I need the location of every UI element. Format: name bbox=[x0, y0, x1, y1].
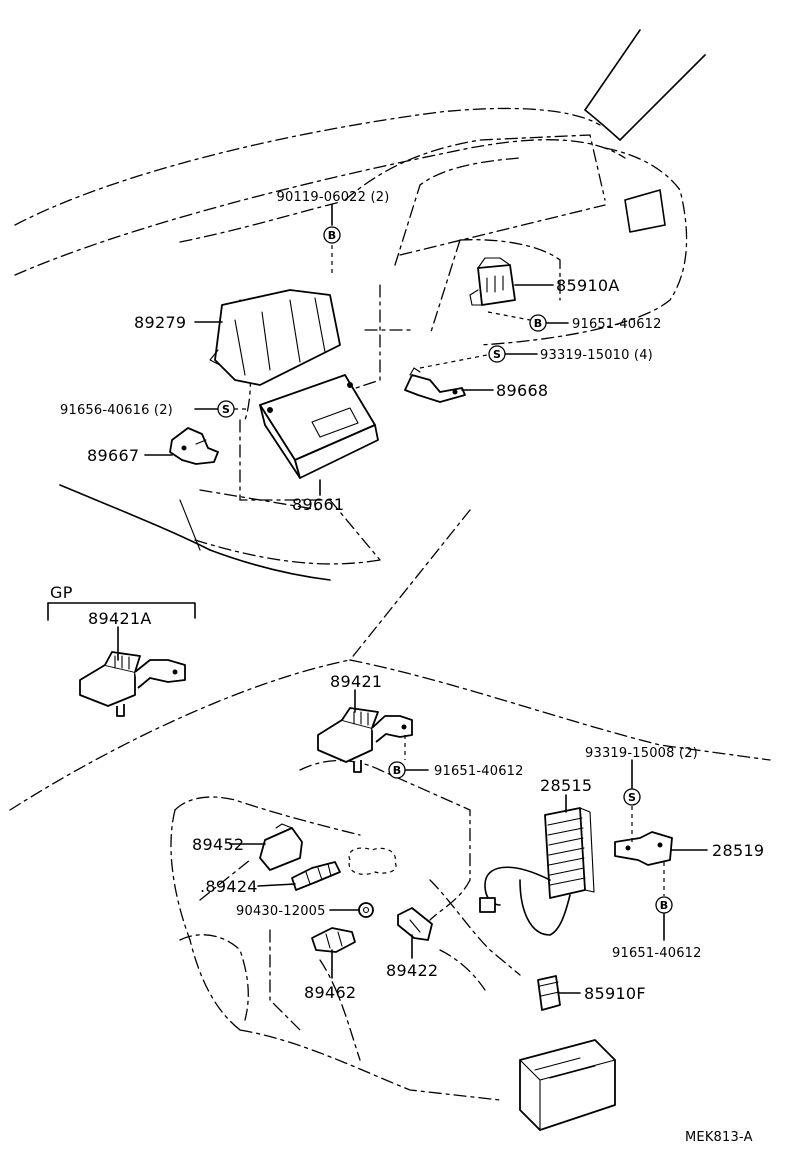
bolt-symbol: B bbox=[655, 896, 673, 914]
part-cap-outline bbox=[348, 847, 397, 875]
part-89421-sensor bbox=[317, 707, 413, 773]
part-89668-bracket bbox=[404, 367, 466, 403]
part-89422-sensor bbox=[397, 907, 433, 941]
part-89424-sensor bbox=[291, 861, 341, 891]
label-93319-15008: 93319-15008 (2) bbox=[585, 746, 698, 761]
label-91656-40616: 91656-40616 (2) bbox=[60, 403, 173, 418]
label-28519: 28519 bbox=[712, 841, 764, 860]
svg-text:B: B bbox=[328, 229, 336, 242]
screw-symbol: S bbox=[488, 345, 506, 363]
leader-lines bbox=[117, 204, 708, 994]
part-89661-ecu bbox=[259, 374, 379, 479]
label-91651-40612-bot: 91651-40612 bbox=[612, 946, 702, 961]
part-89452-sensor bbox=[259, 823, 303, 871]
label-93319-15010: 93319-15010 (4) bbox=[540, 348, 653, 363]
part-28515-resistor bbox=[479, 807, 595, 936]
label-28515: 28515 bbox=[540, 776, 592, 795]
label-89422: 89422 bbox=[386, 961, 438, 980]
label-89661: 89661 bbox=[292, 495, 344, 514]
label-85910F: 85910F bbox=[584, 984, 646, 1003]
part-89279-cover bbox=[209, 289, 341, 386]
engine-outline bbox=[9, 509, 771, 1101]
label-90430-12005: 90430-12005 bbox=[236, 904, 326, 919]
part-85910F-relay bbox=[537, 975, 561, 1011]
label-89424: .89424 bbox=[200, 877, 258, 896]
label-89279: 89279 bbox=[134, 313, 186, 332]
label-89421: 89421 bbox=[330, 672, 382, 691]
part-85910A-relay bbox=[469, 257, 516, 306]
svg-text:B: B bbox=[660, 899, 668, 912]
svg-text:S: S bbox=[222, 403, 230, 416]
label-89668: 89668 bbox=[496, 381, 548, 400]
label-89421A: 89421A bbox=[88, 609, 152, 628]
bolt-symbol: B bbox=[529, 314, 547, 332]
svg-text:S: S bbox=[628, 791, 636, 804]
bolt-symbol: B bbox=[323, 226, 341, 244]
label-91651-40612-top: 91651-40612 bbox=[572, 317, 662, 332]
part-90430-gasket bbox=[358, 902, 374, 918]
label-89452: 89452 bbox=[192, 835, 244, 854]
svg-text:B: B bbox=[534, 317, 542, 330]
part-28519-bracket bbox=[614, 831, 673, 866]
bolt-symbol: B bbox=[388, 761, 406, 779]
label-91651-40612-mid: 91651-40612 bbox=[434, 764, 524, 779]
part-relay-box bbox=[519, 1039, 616, 1131]
part-89667-sensor bbox=[169, 427, 219, 465]
screw-symbol: S bbox=[217, 400, 235, 418]
label-gp: GP bbox=[50, 583, 73, 602]
label-85910A: 85910A bbox=[556, 276, 620, 295]
label-90119-06022: 90119-06022 (2) bbox=[277, 190, 390, 205]
part-89462-sensor bbox=[311, 927, 356, 953]
screw-symbol: S bbox=[623, 788, 641, 806]
fastener-symbols: B B S S B S B bbox=[217, 226, 673, 914]
svg-text:B: B bbox=[393, 764, 401, 777]
part-89421A-sensor bbox=[79, 651, 186, 717]
label-89667: 89667 bbox=[87, 446, 139, 465]
label-89462: 89462 bbox=[304, 983, 356, 1002]
diagram-code: MEK813-A bbox=[685, 1130, 753, 1145]
dashboard-outline bbox=[14, 29, 706, 581]
gp-group-bracket bbox=[47, 602, 196, 621]
svg-text:S: S bbox=[493, 348, 501, 361]
part-labels: 90119-06022 (2) 85910A 91651-40612 89279… bbox=[50, 190, 764, 1145]
